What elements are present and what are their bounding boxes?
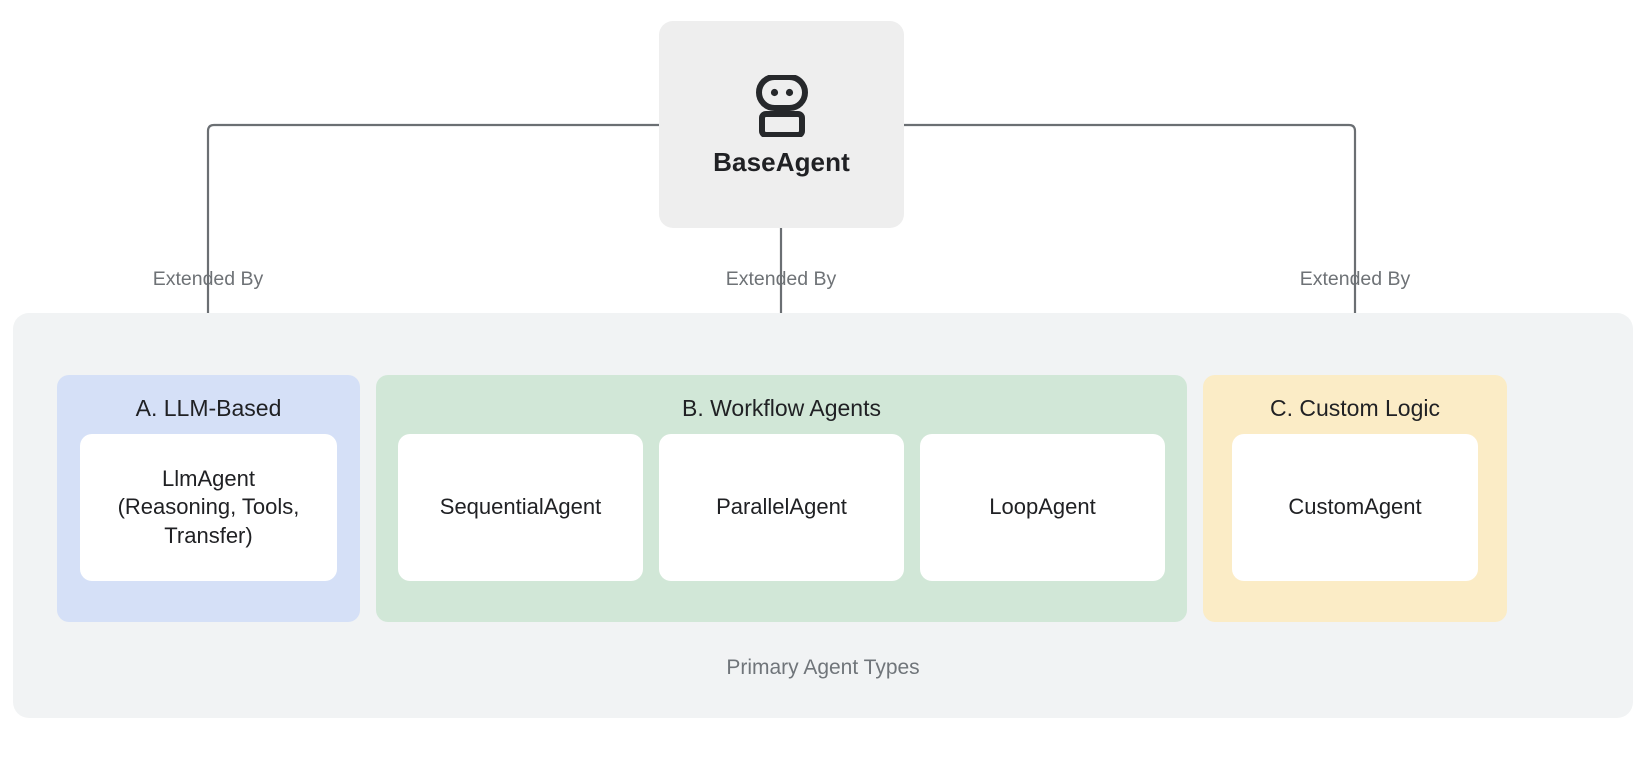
edge-label-middle: Extended By <box>725 268 837 290</box>
agent-card-loop-agent[interactable]: LoopAgent <box>920 434 1165 581</box>
edge-label-left: Extended By <box>152 268 264 290</box>
card-group-workflow-agents: SequentialAgent ParallelAgent LoopAgent <box>398 434 1165 581</box>
agent-card-custom-agent[interactable]: CustomAgent <box>1232 434 1478 581</box>
category-title-custom-logic: C. Custom Logic <box>1269 395 1440 421</box>
category-panel-workflow-agents[interactable]: B. Workflow Agents SequentialAgent Paral… <box>376 375 1187 622</box>
agent-card-llm-agent[interactable]: LlmAgent(Reasoning, Tools,Transfer) <box>80 434 337 581</box>
container-caption: Primary Agent Types <box>726 656 920 679</box>
edge-label-right: Extended By <box>1299 268 1411 290</box>
agent-card-parallel-agent[interactable]: ParallelAgent <box>659 434 904 581</box>
robot-icon <box>755 74 808 137</box>
base-agent-label: BaseAgent <box>713 146 850 177</box>
node-base-agent[interactable]: BaseAgent <box>659 21 904 228</box>
agent-card-sequential-agent[interactable]: SequentialAgent <box>398 434 643 581</box>
category-panel-llm-based[interactable]: A. LLM-Based LlmAgent(Reasoning, Tools,T… <box>57 375 360 622</box>
category-title-llm-based: A. LLM-Based <box>135 395 282 421</box>
category-panel-custom-logic[interactable]: C. Custom Logic CustomAgent <box>1203 375 1507 622</box>
card-group-llm-based: LlmAgent(Reasoning, Tools,Transfer) <box>80 434 337 581</box>
card-group-custom-logic: CustomAgent <box>1232 434 1478 581</box>
category-title-workflow-agents: B. Workflow Agents <box>682 395 881 421</box>
